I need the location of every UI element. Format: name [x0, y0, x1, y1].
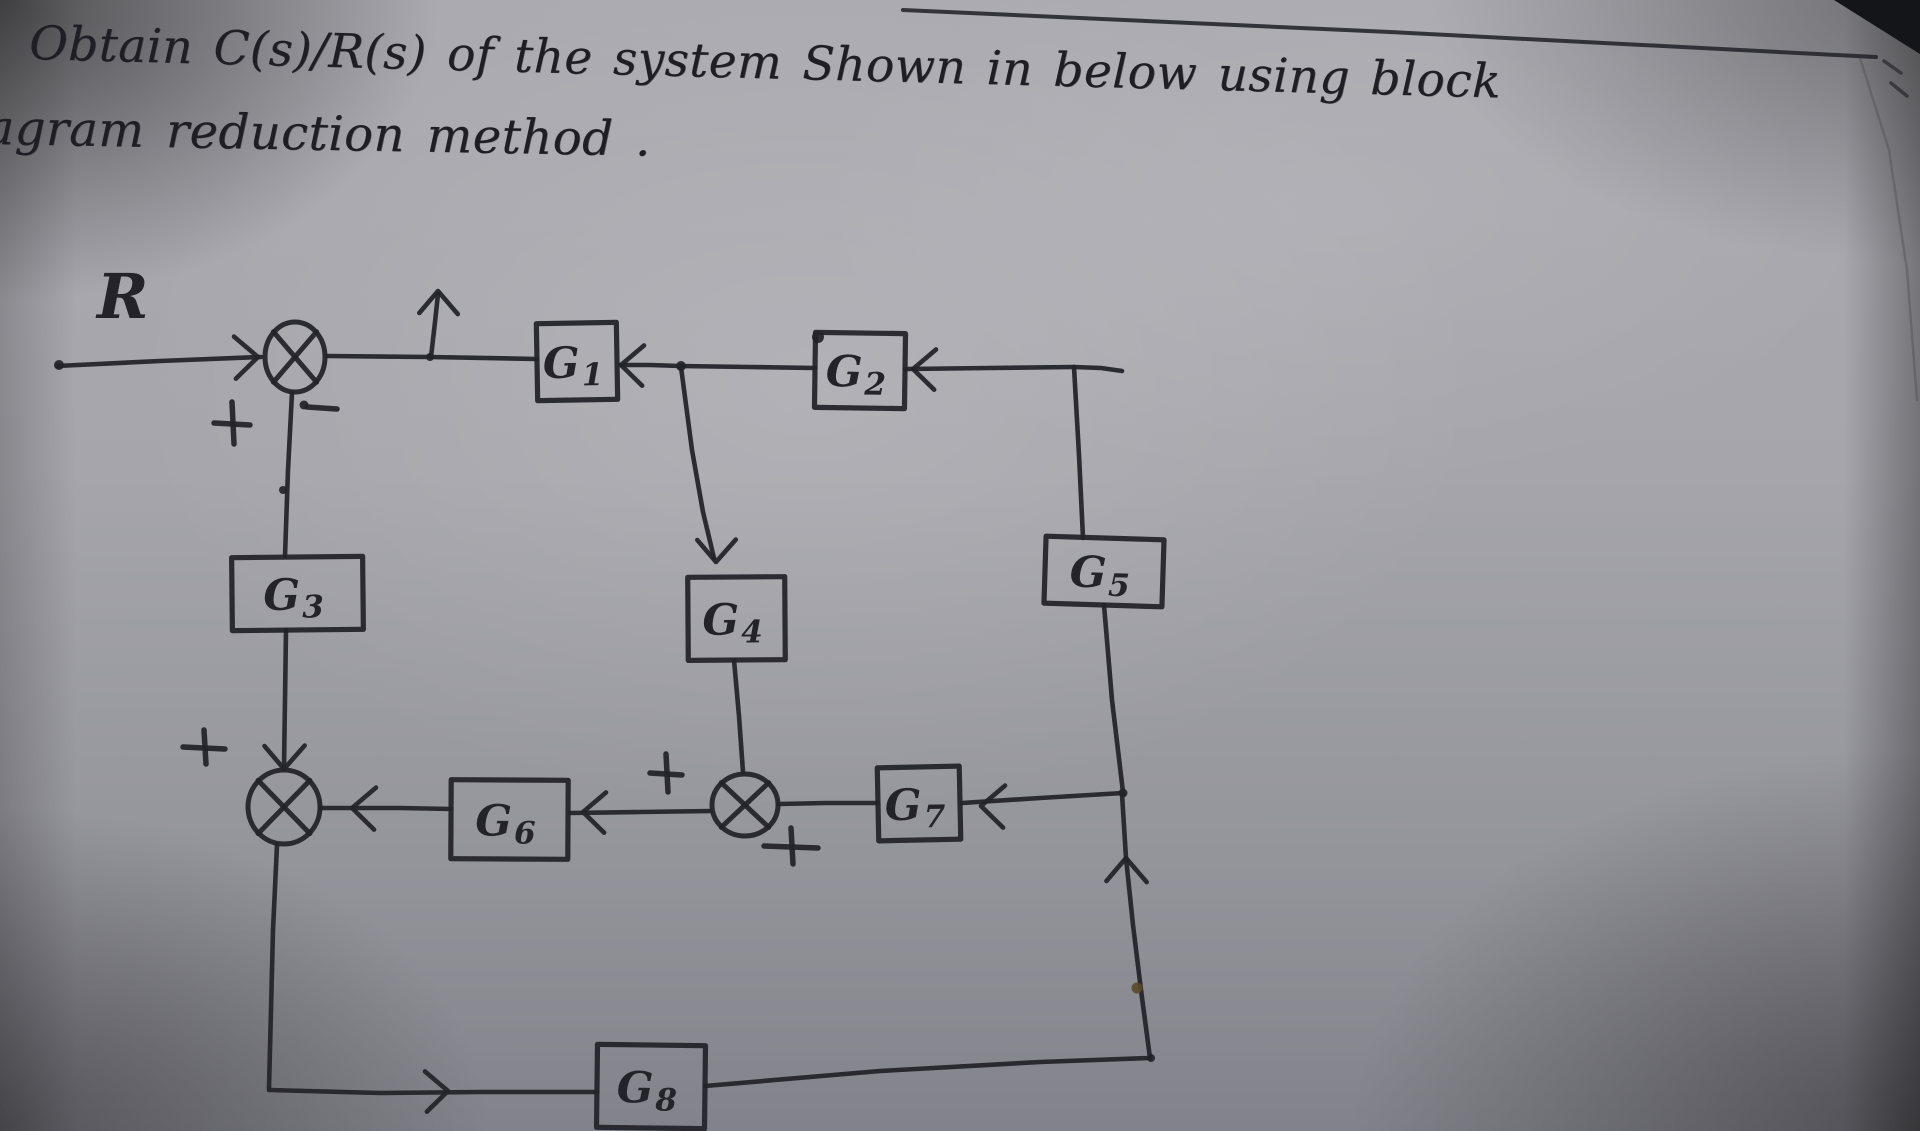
block-G6-label: G6	[475, 796, 536, 851]
sj1-minus-sign-h	[304, 404, 340, 412]
summing-junction-2	[245, 767, 323, 847]
arrow-into-g7	[978, 783, 1008, 830]
photo-corner-dark	[1834, 0, 1920, 54]
wire-bottom-to-g8	[266, 1087, 600, 1096]
wire-sj3-to-g6	[567, 808, 714, 816]
block-G1-box	[533, 319, 621, 404]
dot-stub-base	[426, 353, 434, 361]
block-G5-box	[1041, 533, 1167, 610]
block-G8-box	[593, 1041, 709, 1131]
arrow-into-sj1	[231, 334, 261, 381]
wire-g3-down-to-sj2	[281, 627, 289, 770]
block-G6: G6	[448, 777, 571, 862]
block-G1-label: G1	[542, 338, 603, 394]
summing-junction-3-x2	[718, 780, 772, 830]
sj1-minus-sign	[299, 400, 340, 412]
input-label-R: R	[95, 260, 149, 333]
sj1-plus-sign	[211, 399, 253, 447]
block-G3: G3	[229, 553, 366, 634]
block-G4: G4	[685, 574, 788, 663]
sj1-minus-sign-dot	[299, 400, 309, 410]
summing-junction-3	[709, 771, 781, 839]
arrow-into-g1	[618, 343, 647, 389]
wire-t1-down-to-g4	[678, 364, 717, 561]
block-G4-box	[685, 574, 788, 663]
block-G4-label: G4	[702, 595, 763, 650]
summing-junction-3-circle	[709, 771, 781, 839]
summing-junction-2-circle	[245, 767, 323, 847]
wire-t2-overhang	[1071, 364, 1125, 374]
arrow-up-riser	[1104, 855, 1149, 885]
wire-r-input	[54, 354, 264, 369]
edge-tick-1	[1882, 59, 1903, 75]
wire-sj2-down	[266, 842, 280, 1091]
sj2-plus-sign-v	[201, 727, 209, 767]
wire-g6-to-sj2	[318, 805, 454, 812]
dot-t1	[676, 361, 686, 371]
wire-t1-to-g1	[617, 362, 683, 369]
edge-tick-2	[1889, 81, 1909, 98]
wire-g5-down-to-t3	[1101, 602, 1126, 795]
arrow-into-g4	[694, 537, 739, 565]
block-G3-box	[229, 553, 366, 634]
wire-t2-down-to-g5	[1071, 364, 1086, 541]
sj3-plus-top-sign	[647, 751, 685, 795]
paper-edge-crease	[1858, 56, 1919, 402]
block-G2: G2	[811, 329, 909, 412]
dot-g3-line	[279, 486, 287, 494]
wire-g7-to-sj3	[776, 800, 881, 807]
wire-g4-down-to-sj3	[731, 657, 746, 775]
dot-r-start	[54, 360, 64, 370]
arrow-into-g2	[910, 347, 939, 393]
summing-junction-1	[262, 319, 328, 395]
block-G7-box	[874, 763, 964, 844]
arrow-into-g8	[422, 1069, 451, 1114]
wire-corner-up-to-t3	[1119, 791, 1153, 1061]
wire-t2-to-g2	[902, 364, 1077, 372]
block-G8-label: G8	[616, 1063, 677, 1119]
sj3-plus-top-sign-v	[663, 751, 671, 795]
wire-g8-to-corner	[702, 1055, 1153, 1089]
block-G1: G1	[533, 319, 621, 404]
arrow-output-up	[416, 288, 461, 317]
dot-stain-riser	[1131, 982, 1143, 994]
dot-t3	[1118, 788, 1128, 798]
summing-junction-1-circle	[262, 319, 328, 395]
block-G7: G7	[874, 763, 964, 844]
dot-corner-br	[1147, 1054, 1155, 1062]
sj3-plus-bottom-sign	[761, 825, 821, 867]
block-G8: G8	[593, 1041, 709, 1131]
sj1-plus-sign-v	[229, 399, 237, 447]
arrow-into-sj2-side	[349, 785, 379, 832]
block-G2-label: G2	[825, 347, 886, 403]
sj2-plus-sign	[180, 727, 228, 767]
block-G7-label: G7	[884, 780, 946, 836]
block-G3-label: G3	[263, 570, 324, 626]
arrow-into-g6	[580, 790, 609, 836]
sj3-plus-bottom-sign-v	[788, 825, 796, 867]
block-G6-box	[448, 777, 571, 862]
block-G2-box	[811, 329, 909, 412]
summing-junction-1-x2	[270, 329, 320, 385]
wire-g2-to-t1	[677, 363, 818, 371]
wire-sj1-down-to-g3	[282, 390, 295, 559]
block-G5-label: G5	[1069, 547, 1131, 604]
wire-output-stub	[428, 291, 441, 360]
ruled-header-line	[901, 8, 1878, 59]
block-G5: G5	[1041, 533, 1167, 610]
summing-junction-2-x2	[255, 777, 313, 837]
